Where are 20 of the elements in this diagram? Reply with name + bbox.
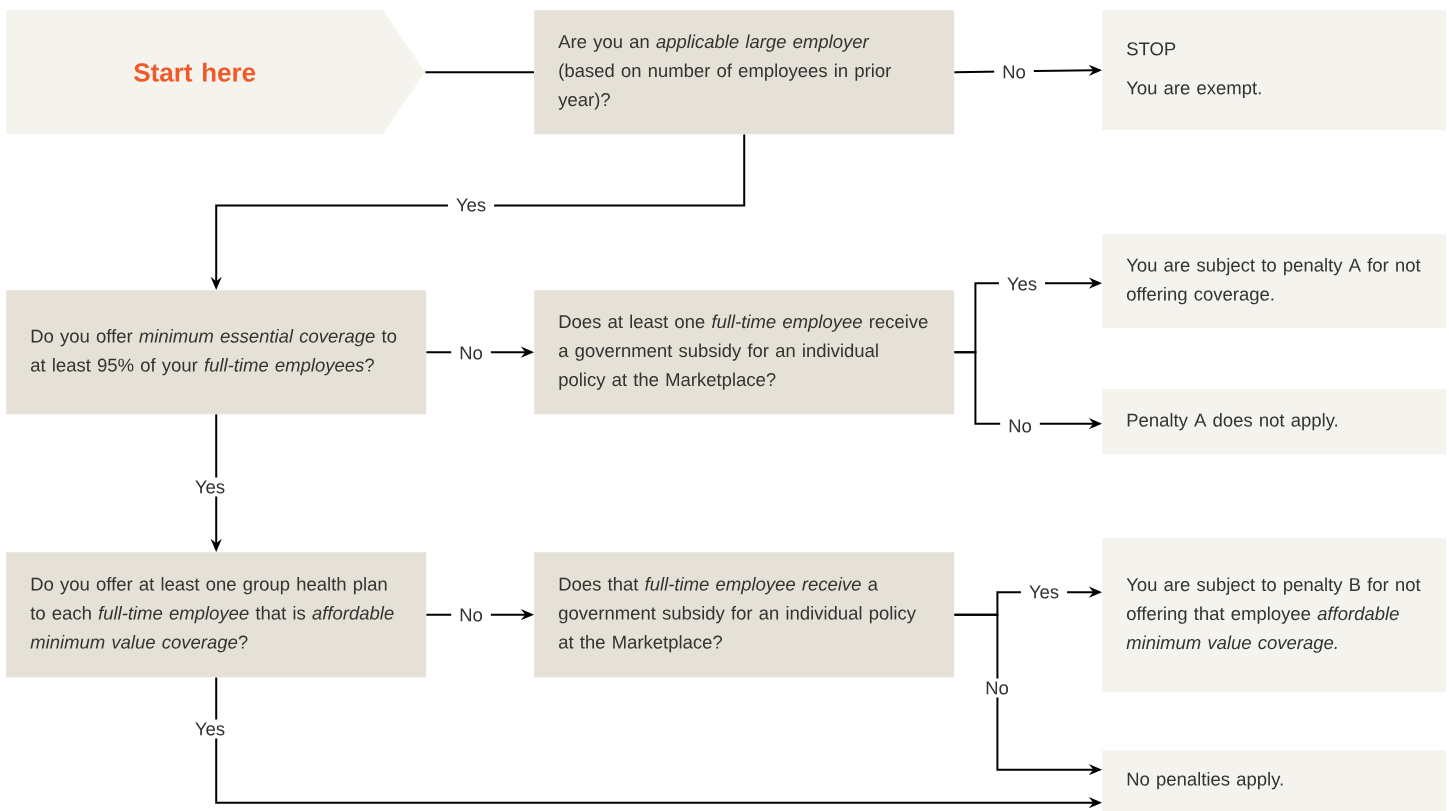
question-box: Are you an applicable large employer (based on number of employees in prior year)? (534, 10, 955, 135)
edge-label: Yes (998, 274, 1046, 294)
edge-label: Yes (186, 477, 234, 497)
edge-label: Yes (1020, 582, 1068, 602)
question-box: Does that full-time employee receive a government subsidy for an individual policy at the Marketplace? (534, 552, 955, 678)
result-box: You are subject to penalty B for not offering that employee affordable minimum value coverage. (1102, 538, 1447, 693)
edge-label: No (1000, 416, 1040, 436)
result-box: No penalties apply. (1102, 750, 1447, 811)
edge-label: No (451, 605, 491, 625)
question-box: Do you offer minimum essential coverage to at least 95% of your full-time employees? (6, 290, 427, 415)
result-box: You are subject to penalty A for not offering coverage. (1102, 234, 1447, 329)
edge-label: No (451, 343, 491, 363)
edge-label: No (977, 678, 1017, 698)
question-box: Do you offer at least one group health plan to each full-time employee that is affordable minimum value coverage? (6, 552, 427, 678)
edge-label: No (994, 62, 1034, 82)
question-box: Does at least one full-time employee receive a government subsidy for an individual policy at the Marketplace? (534, 290, 955, 415)
edge-label: Yes (447, 195, 495, 215)
result-box: STOP You are exempt. (1102, 10, 1447, 131)
edge-label: Yes (186, 719, 234, 739)
result-box: Penalty A does not apply. (1102, 389, 1447, 455)
